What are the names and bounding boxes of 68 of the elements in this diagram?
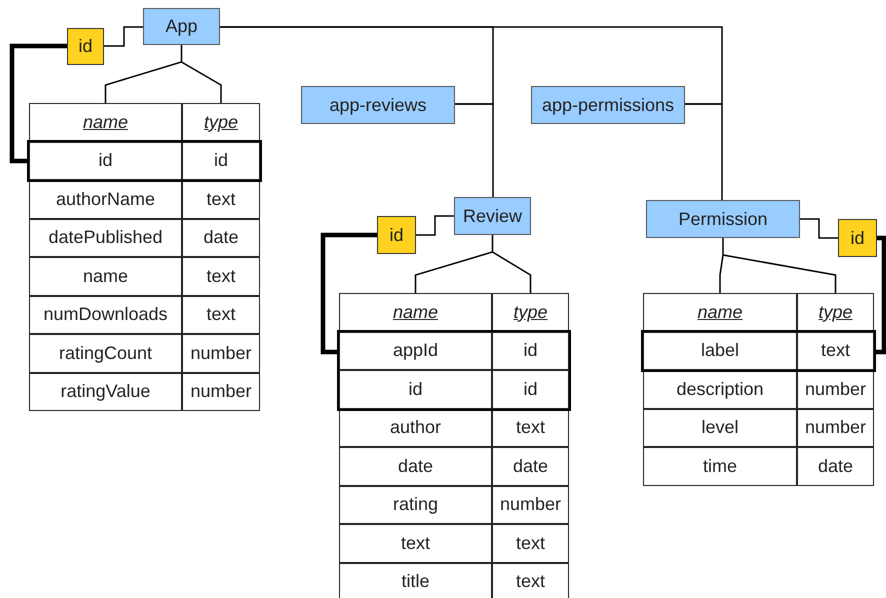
table-cell: title	[339, 562, 492, 598]
column-header: name	[29, 103, 182, 142]
table-cell: number	[797, 370, 874, 408]
table-cell: date	[182, 218, 260, 257]
connector-line	[104, 44, 222, 104]
key-row	[337, 330, 571, 410]
relationship-box: app-reviews	[301, 86, 455, 124]
key-row	[27, 140, 262, 182]
table-cell: numDownloads	[29, 296, 182, 334]
table-cell: id	[339, 370, 492, 408]
table-cell: time	[643, 447, 797, 486]
table-cell: text	[492, 408, 569, 447]
key-box: id	[377, 216, 416, 254]
connector-line	[685, 103, 723, 200]
table-cell: level	[643, 408, 797, 447]
table-cell: text	[339, 524, 492, 562]
table-cell: rating	[339, 486, 492, 524]
connector-line	[416, 215, 454, 236]
table-cell: id	[492, 332, 569, 370]
table-cell: text	[492, 562, 569, 598]
column-header: type	[182, 103, 260, 142]
table-cell: text	[182, 257, 260, 296]
table-cell: number	[182, 372, 260, 411]
table-cell: number	[797, 408, 874, 447]
connector-line	[104, 26, 143, 47]
connector-line	[876, 236, 886, 354]
table-cell: date	[797, 447, 874, 486]
column-header: type	[492, 293, 569, 332]
column-header: name	[339, 293, 492, 332]
table-cell: id	[492, 370, 569, 408]
table-cell: name	[29, 257, 182, 296]
connector-line	[455, 103, 494, 197]
table-cell: text	[182, 296, 260, 334]
column-header: type	[797, 293, 874, 332]
column-header: name	[643, 293, 797, 332]
table-cell: number	[492, 486, 569, 524]
relationship-box: app-permissions	[531, 86, 685, 124]
table-cell: text	[492, 524, 569, 562]
connector-line	[800, 218, 838, 239]
connector-line	[10, 44, 67, 164]
table-cell: appId	[339, 332, 492, 370]
data-table	[339, 293, 569, 598]
table-cell: authorName	[29, 180, 182, 218]
table-cell: label	[643, 332, 797, 370]
entity-box: Review	[454, 197, 531, 235]
key-box: id	[67, 28, 104, 65]
table-cell: ratingValue	[29, 372, 182, 411]
data-table	[29, 103, 260, 411]
entity-box: App	[143, 8, 220, 45]
table-cell: author	[339, 408, 492, 447]
table-cell: ratingCount	[29, 334, 182, 372]
connector-line	[320, 232, 377, 354]
table-cell: id	[29, 142, 182, 180]
connector-line	[414, 234, 532, 294]
connector-line	[220, 26, 723, 105]
table-cell: text	[182, 180, 260, 218]
key-box: id	[838, 219, 877, 257]
entity-box: Permission	[646, 200, 800, 238]
table-cell: id	[182, 142, 260, 180]
table-cell: number	[182, 334, 260, 372]
data-table	[643, 293, 874, 486]
table-cell: date	[492, 447, 569, 486]
connector-line	[719, 237, 836, 294]
key-row	[641, 330, 876, 372]
table-cell: datePublished	[29, 218, 182, 257]
table-cell: date	[339, 447, 492, 486]
table-cell: description	[643, 370, 797, 408]
table-cell: text	[797, 332, 874, 370]
